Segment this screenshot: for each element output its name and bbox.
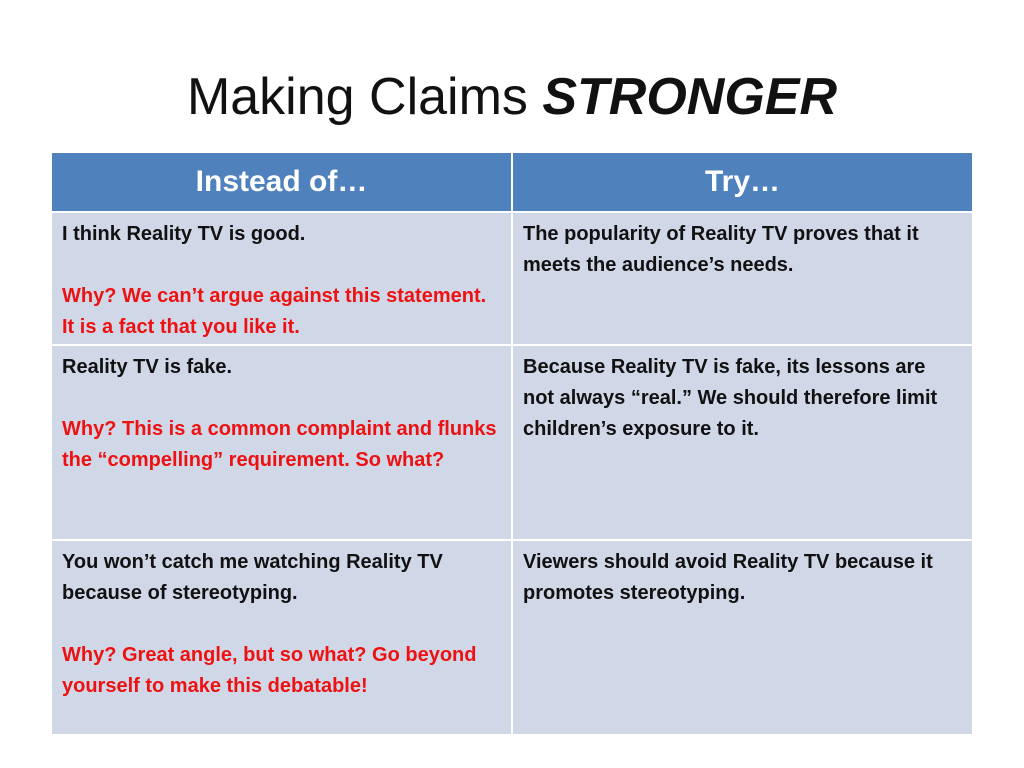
table-header-row: Instead of… Try… bbox=[52, 153, 972, 213]
table-row: Reality TV is fake. Why? This is a commo… bbox=[52, 344, 972, 541]
why-note: Why? This is a common complaint and flun… bbox=[62, 418, 497, 471]
title-emphasis: STRONGER bbox=[542, 68, 838, 126]
weak-claim: I think Reality TV is good. bbox=[62, 223, 306, 245]
header-instead-of: Instead of… bbox=[52, 153, 513, 213]
strong-claim: Viewers should avoid Reality TV because … bbox=[523, 551, 933, 604]
weak-claim: Reality TV is fake. bbox=[62, 356, 233, 378]
strong-claim: The popularity of Reality TV proves that… bbox=[523, 223, 919, 276]
strong-claim: Because Reality TV is fake, its lessons … bbox=[523, 356, 938, 440]
header-try: Try… bbox=[511, 153, 972, 213]
weak-claim: You won’t catch me watching Reality TV b… bbox=[62, 551, 443, 604]
why-note: Why? We can’t argue against this stateme… bbox=[62, 285, 487, 338]
table-row: You won’t catch me watching Reality TV b… bbox=[52, 539, 972, 734]
try-cell: The popularity of Reality TV proves that… bbox=[511, 211, 972, 346]
instead-cell: You won’t catch me watching Reality TV b… bbox=[52, 539, 513, 734]
instead-cell: Reality TV is fake. Why? This is a commo… bbox=[52, 344, 513, 541]
try-cell: Because Reality TV is fake, its lessons … bbox=[511, 344, 972, 541]
table-row: I think Reality TV is good. Why? We can’… bbox=[52, 211, 972, 346]
try-cell: Viewers should avoid Reality TV because … bbox=[511, 539, 972, 734]
instead-cell: I think Reality TV is good. Why? We can’… bbox=[52, 211, 513, 346]
slide-title: Making Claims STRONGER bbox=[0, 62, 1024, 132]
title-plain: Making Claims bbox=[186, 68, 543, 126]
why-note: Why? Great angle, but so what? Go beyond… bbox=[62, 644, 477, 697]
claims-table: Instead of… Try… I think Reality TV is g… bbox=[52, 153, 972, 734]
